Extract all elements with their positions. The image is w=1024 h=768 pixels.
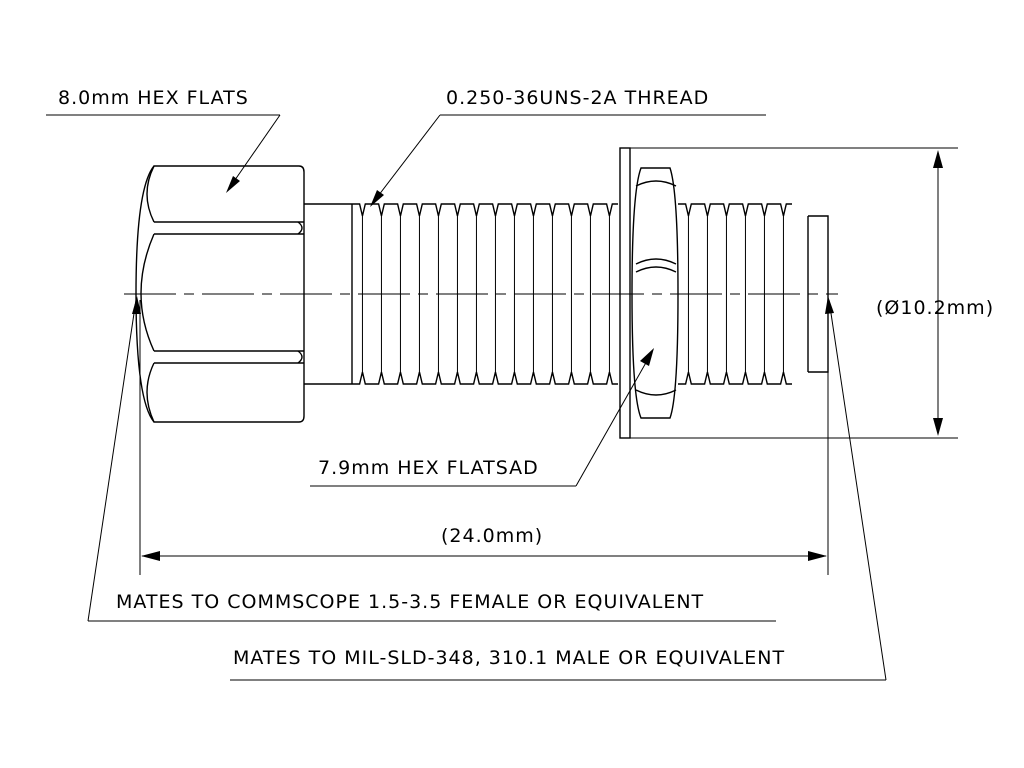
length-arrow-right: [808, 551, 827, 561]
label-thread: 0.250-36UNS-2A THREAD: [446, 87, 709, 109]
diameter-arrow-top: [933, 150, 943, 168]
leader-mates-male: [230, 296, 887, 681]
label-mates-female: MATES TO COMMSCOPE 1.5-3.5 FEMALE OR EQU…: [116, 591, 704, 613]
label-hex-flats-nut: 7.9mm HEX FLATSAD: [318, 457, 539, 479]
panel-washer: [619, 147, 631, 439]
diameter-dimension: [630, 147, 958, 439]
label-mates-male: MATES TO MIL-SLD-348, 310.1 MALE OR EQUI…: [233, 647, 785, 669]
label-diameter: (Ø10.2mm): [876, 297, 994, 319]
leader-thread: [370, 114, 766, 207]
label-length: (24.0mm): [441, 525, 543, 547]
hex-nut: [631, 167, 679, 419]
body-neck: [304, 203, 352, 385]
length-dimension: [139, 300, 829, 575]
leader-hex-flats-nut: [310, 348, 654, 487]
length-arrow-left: [141, 551, 160, 561]
label-hex-flats-body: 8.0mm HEX FLATS: [58, 87, 249, 109]
diameter-arrow-bottom: [933, 418, 943, 436]
leader-hex-flats-body: [46, 114, 281, 193]
hex-body: [135, 165, 305, 423]
leader-mates-female: [87, 296, 776, 622]
